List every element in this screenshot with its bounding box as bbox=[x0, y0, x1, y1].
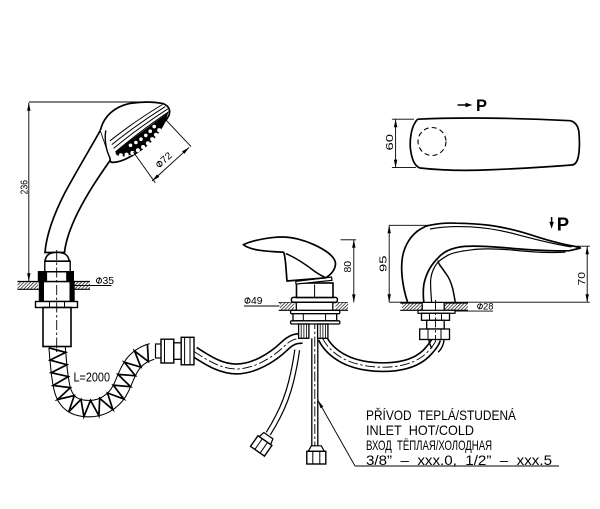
svg-text:95: 95 bbox=[378, 255, 390, 272]
svg-text:INLET HOT/COLD: INLET HOT/COLD bbox=[366, 422, 474, 438]
svg-text:L=2000: L=2000 bbox=[74, 369, 111, 384]
svg-text:28: 28 bbox=[483, 302, 494, 312]
svg-text:ВХОД ТЁПЛАЯ/ХОЛОДНАЯ: ВХОД ТЁПЛАЯ/ХОЛОДНАЯ bbox=[366, 437, 492, 453]
svg-text:35: 35 bbox=[103, 276, 115, 287]
svg-text:60: 60 bbox=[384, 134, 396, 151]
svg-text:PŘÍVOD TEPLÁ/STUDENÁ: PŘÍVOD TEPLÁ/STUDENÁ bbox=[366, 407, 517, 423]
svg-text:49: 49 bbox=[251, 296, 263, 307]
svg-text:3/8” – xxx.0, 1/2” – xxx.: 3/8” – xxx.0, 1/2” – xxx.5 bbox=[366, 452, 552, 468]
svg-text:236: 236 bbox=[18, 180, 30, 195]
svg-text:P: P bbox=[557, 214, 569, 235]
svg-text:P: P bbox=[476, 97, 487, 115]
svg-text:70: 70 bbox=[576, 272, 588, 286]
svg-text:80: 80 bbox=[342, 261, 354, 273]
